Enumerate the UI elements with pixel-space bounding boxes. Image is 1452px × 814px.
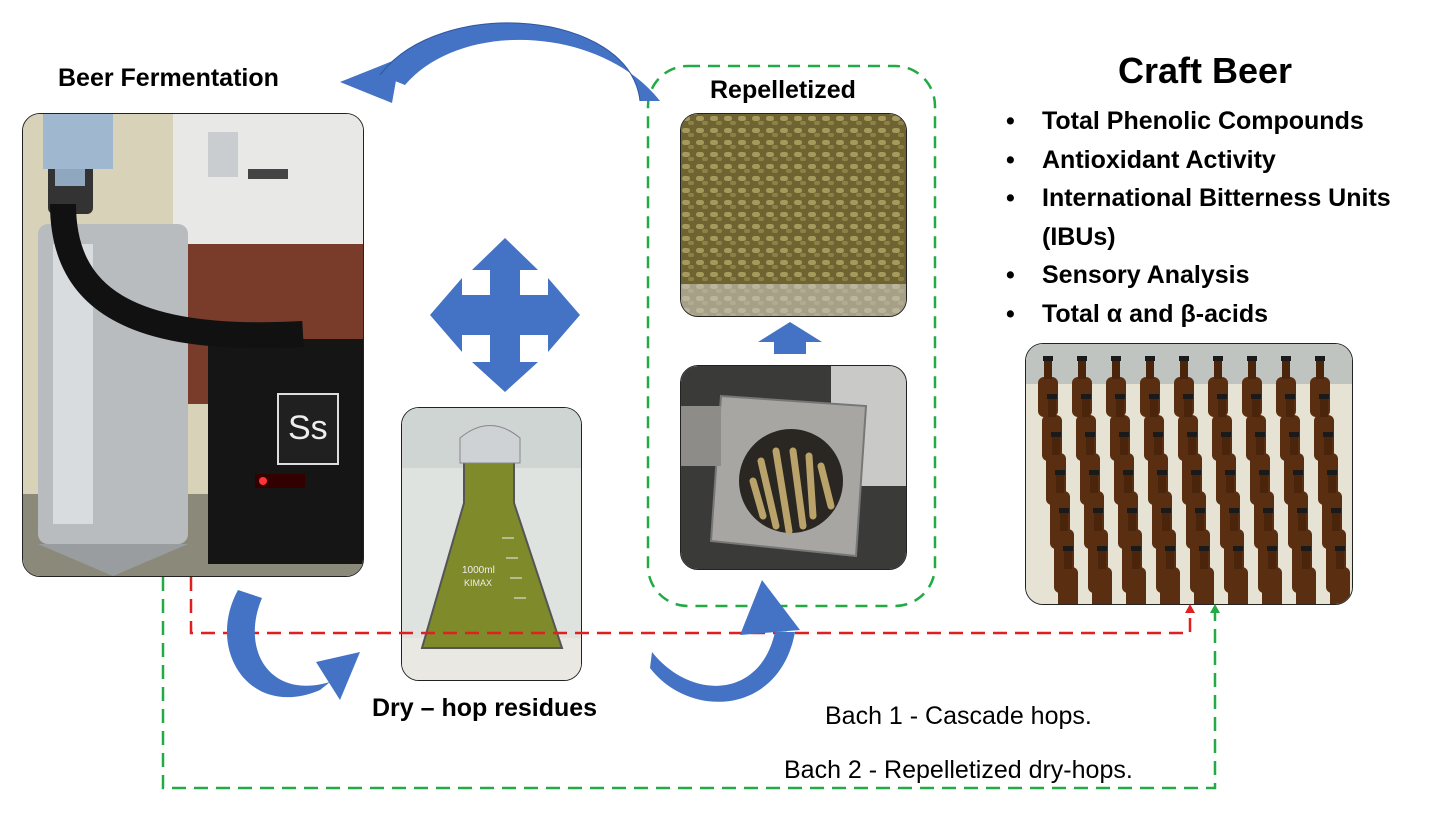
analysis-item: Total Phenolic Compounds xyxy=(1006,102,1446,141)
repelletized-title: Repelletized xyxy=(710,76,856,104)
bottles-photo xyxy=(1025,343,1353,605)
analysis-item: International Bitterness Units (IBUs) xyxy=(1006,179,1446,256)
analysis-item: Total α and β-acids xyxy=(1006,295,1446,334)
analysis-item: Antioxidant Activity xyxy=(1006,141,1446,180)
fermentation-title: Beer Fermentation xyxy=(58,64,279,92)
analysis-list: Total Phenolic Compounds Antioxidant Act… xyxy=(1006,102,1446,333)
svg-text:KIMAX: KIMAX xyxy=(464,578,492,588)
analysis-item: Sensory Analysis xyxy=(1006,256,1446,295)
flask-photo: 1000ml KIMAX xyxy=(401,407,582,681)
pellets-photo xyxy=(680,113,907,317)
batch1-arrowhead xyxy=(1185,604,1195,613)
residues-title: Dry – hop residues xyxy=(372,694,598,722)
four-way-arrow xyxy=(430,238,580,392)
pelletizer-photo xyxy=(680,365,907,570)
svg-text:Ss: Ss xyxy=(288,409,328,447)
curved-arrow-bottom-left xyxy=(226,590,360,700)
up-arrow xyxy=(758,322,822,354)
svg-text:1000ml: 1000ml xyxy=(462,565,495,576)
batch2-label: Bach 2 - Repelletized dry-hops. xyxy=(784,756,1133,784)
curved-arrow-top xyxy=(340,22,660,103)
batch2-arrowhead xyxy=(1210,604,1220,613)
fermenter-photo: Ss xyxy=(22,113,364,577)
craft-beer-title: Craft Beer xyxy=(1118,50,1293,91)
batch1-label: Bach 1 - Cascade hops. xyxy=(825,702,1092,730)
curved-arrow-bottom-middle xyxy=(650,580,800,702)
